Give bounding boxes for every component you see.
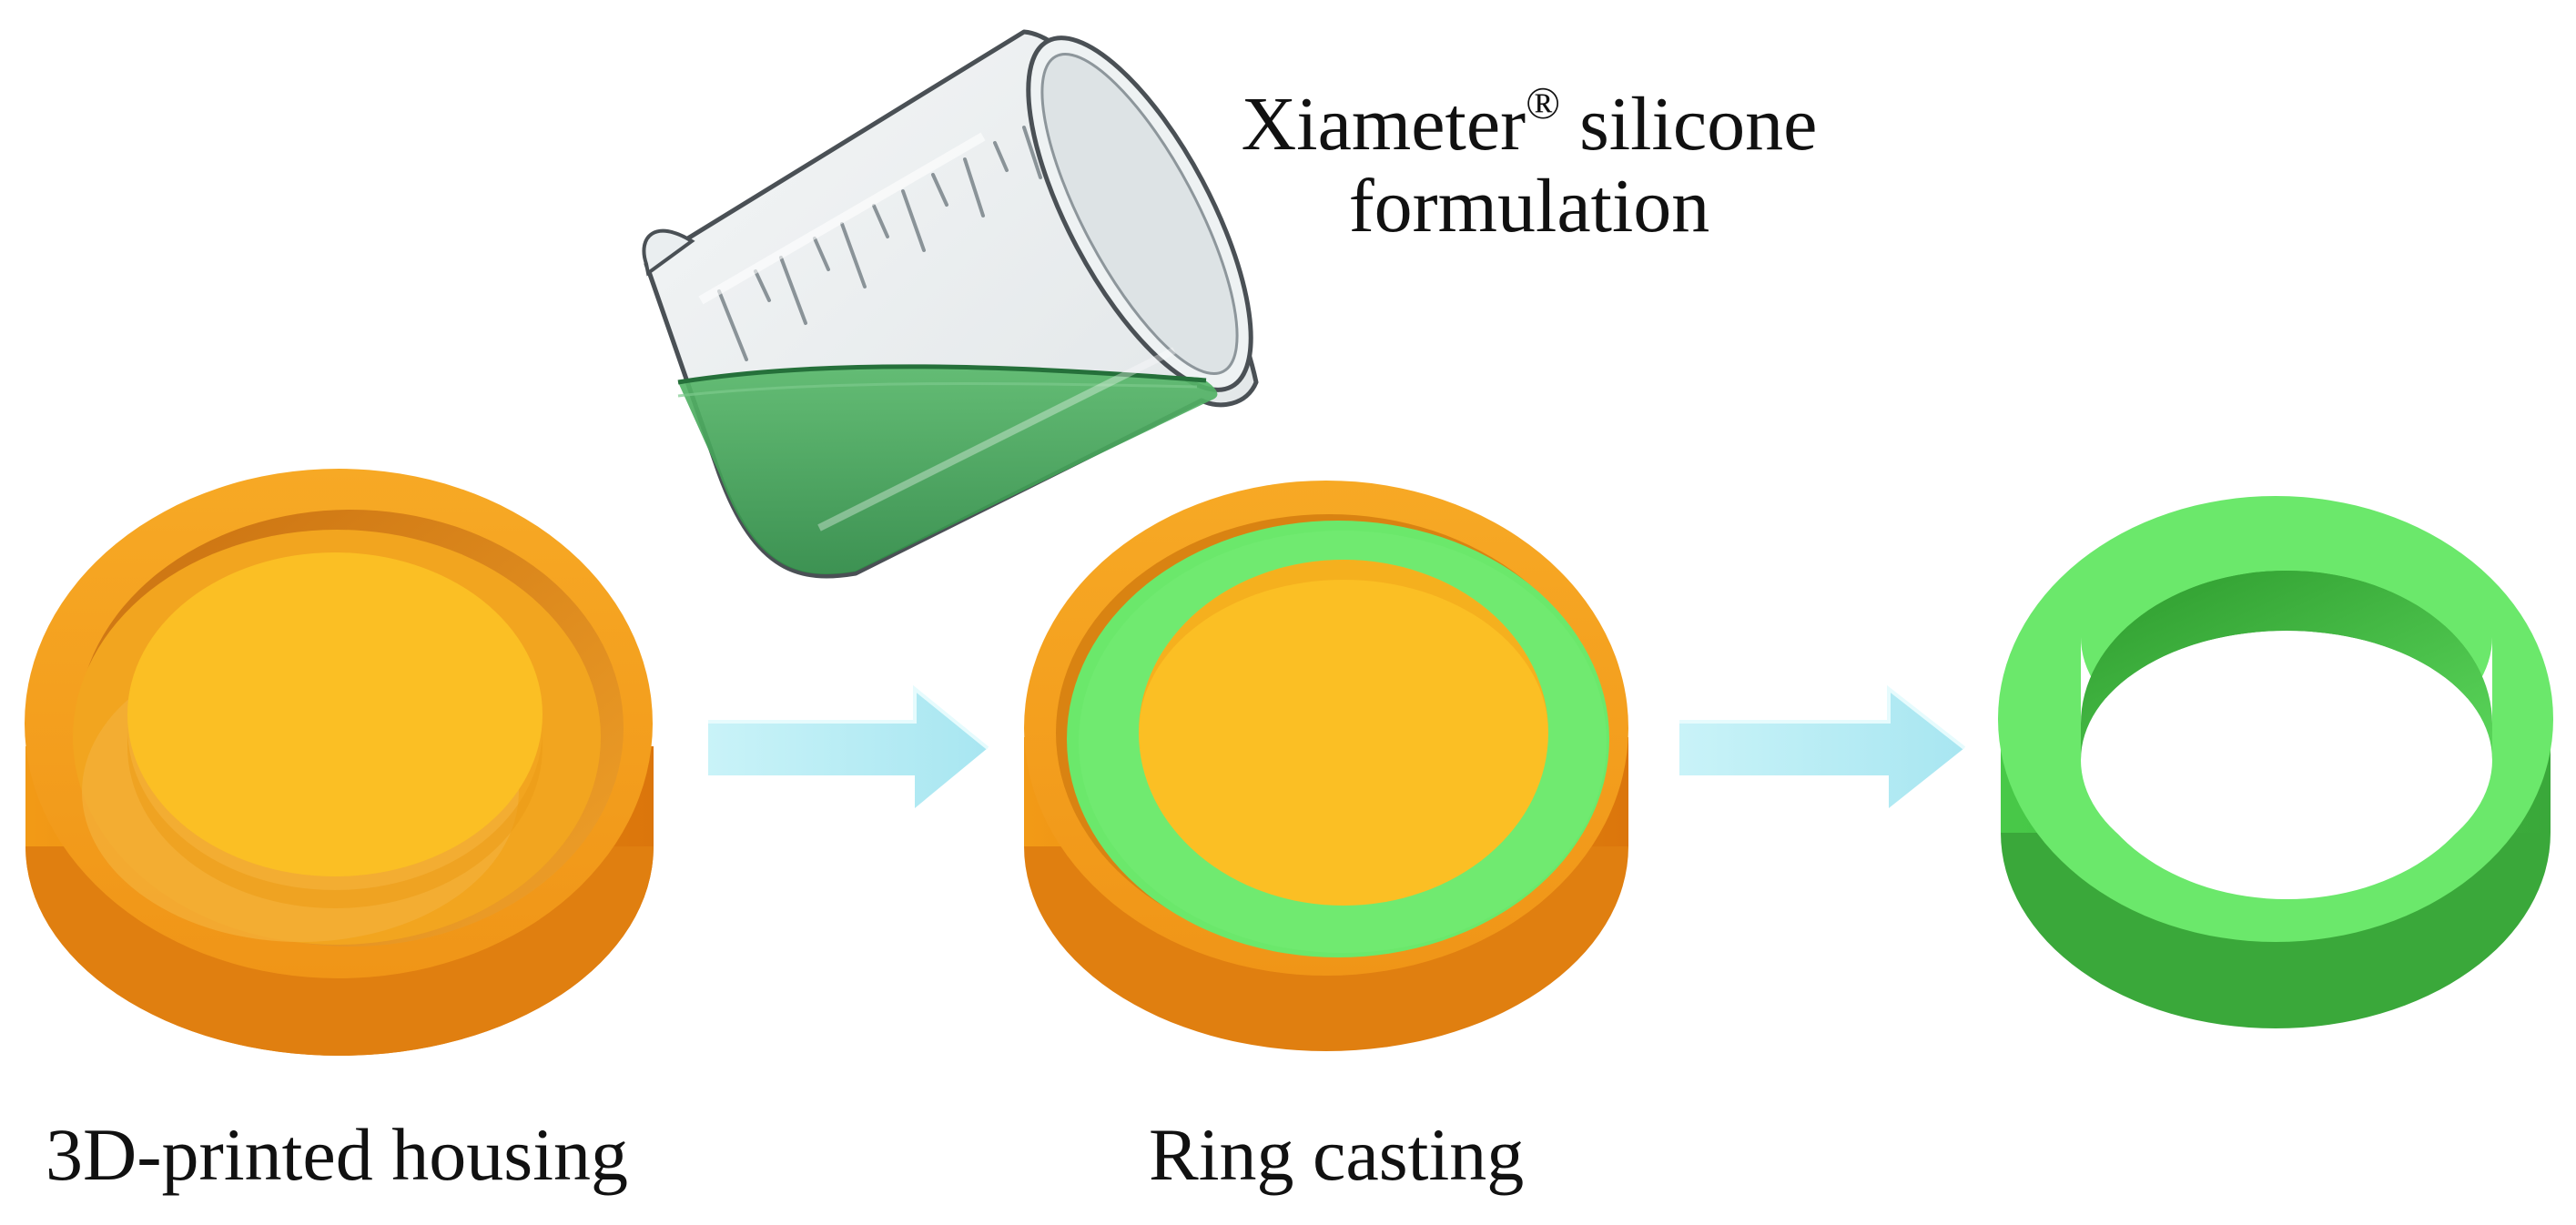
beaker-liquid [678, 366, 1218, 575]
silicone-label-word: silicone [1560, 82, 1818, 167]
ring-casting [1024, 481, 1628, 1051]
right-arrow-icon [1679, 684, 1966, 808]
registered-mark: ® [1526, 77, 1561, 128]
beaker-graduations [717, 126, 1042, 361]
housing-core-disc [127, 552, 543, 876]
housing-caption: 3D-printed housing [46, 1113, 628, 1196]
casting-caption: Ring casting [1149, 1113, 1525, 1196]
printed-housing [25, 469, 654, 1056]
casting-core-disc [1139, 560, 1548, 906]
beaker-icon [642, 29, 1259, 579]
right-arrow-icon [708, 684, 989, 808]
silicone-label-line2: formulation [1348, 164, 1710, 248]
silicone-formulation-label: Xiameter® silicone formulation [1197, 80, 1861, 248]
silicone-ring [1998, 496, 2553, 1028]
silicone-label-brand: Xiameter [1241, 82, 1526, 167]
